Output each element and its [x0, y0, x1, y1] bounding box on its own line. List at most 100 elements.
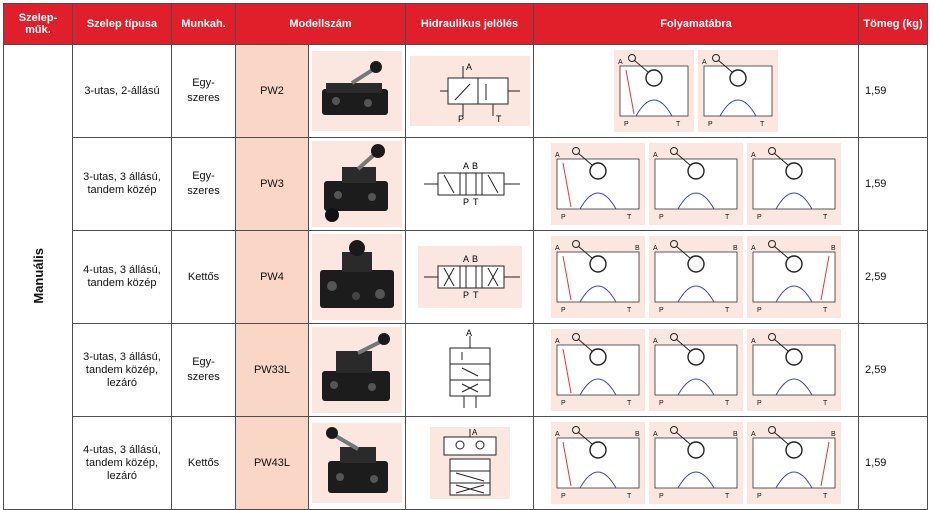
photo-cell — [307, 44, 407, 138]
svg-text:A: A — [555, 338, 560, 345]
header-flow: Folyamatábra — [533, 3, 860, 45]
svg-text:A: A — [751, 338, 756, 345]
svg-text:T: T — [823, 400, 828, 407]
header-weight: Tömeg (kg) — [858, 3, 929, 45]
header-mode: Szelep- műk. — [3, 3, 73, 45]
valve-photo — [312, 234, 402, 320]
svg-text:T: T — [725, 307, 730, 314]
svg-text:P: P — [757, 214, 762, 221]
port-label: A — [466, 62, 472, 72]
svg-text:P: P — [624, 121, 629, 128]
header-work: Munkah. — [171, 3, 236, 45]
svg-text:P: P — [561, 400, 566, 407]
port-label: T — [473, 290, 479, 300]
port-label: P — [463, 197, 469, 207]
work-cell: Egy- szeres — [171, 323, 236, 417]
svg-text:B: B — [733, 431, 738, 438]
svg-text:P: P — [659, 214, 664, 221]
weight-cell: 2,59 — [858, 323, 929, 417]
table-row: 4-utas, 3 állású, tandem közép, lezáró K… — [4, 416, 929, 510]
port-label: P — [463, 290, 469, 300]
svg-text:P: P — [561, 493, 566, 500]
svg-text:T: T — [627, 400, 632, 407]
model-cell: PW3 — [235, 137, 309, 231]
svg-text:A: A — [555, 152, 560, 159]
valve-photo — [312, 327, 402, 413]
work-cell: Kettős — [171, 416, 236, 510]
header-row: Szelep- műk. Szelep típusa Munkah. Model… — [3, 3, 929, 45]
svg-text:P: P — [757, 493, 762, 500]
flow-diagrams: A P T A P T — [534, 45, 858, 137]
table-row: 4-utas, 3 állású, tandem közép Kettős PW… — [4, 230, 929, 324]
header-type: Szelep típusa — [72, 3, 172, 45]
svg-text:T: T — [725, 214, 730, 221]
svg-text:P: P — [757, 307, 762, 314]
svg-text:T: T — [823, 307, 828, 314]
weight-cell: 1,59 — [858, 44, 929, 138]
svg-text:T: T — [760, 121, 765, 128]
flow-diagram: A P T — [614, 50, 695, 132]
svg-text:T: T — [676, 121, 681, 128]
valve-photo — [312, 51, 402, 131]
svg-text:T: T — [823, 214, 828, 221]
table-row: 3-utas, 3 állású, tandem közép, lezáró E… — [4, 323, 929, 417]
svg-text:B: B — [635, 431, 640, 438]
model-cell: PW33L — [235, 323, 309, 417]
svg-text:P: P — [708, 121, 713, 128]
symbol-cell: A B P T — [405, 137, 535, 231]
type-cell: 3-utas, 3 állású, tandem közép — [72, 137, 172, 231]
mode-label: Manuális — [30, 247, 46, 304]
type-cell: 3-utas, 2-állású — [72, 44, 172, 138]
type-cell: 3-utas, 3 állású, tandem közép, lezáró — [72, 323, 172, 417]
svg-text:P: P — [561, 307, 566, 314]
svg-text:A: A — [653, 245, 658, 252]
table-row: 3-utas, 3 állású, tandem közép Egy- szer… — [4, 137, 929, 231]
mode-cell: Manuális — [3, 44, 73, 510]
work-cell: Egy- szeres — [171, 137, 236, 231]
weight-cell: 2,59 — [858, 230, 929, 324]
svg-text:A: A — [653, 152, 658, 159]
svg-text:A: A — [653, 338, 658, 345]
photo-cell — [307, 230, 407, 324]
header-model: Modellszám — [234, 3, 407, 45]
svg-text:A: A — [751, 431, 756, 438]
svg-text:A: A — [555, 431, 560, 438]
svg-text:P: P — [659, 307, 664, 314]
svg-text:A: A — [702, 59, 707, 66]
photo-cell — [307, 416, 407, 510]
svg-text:P: P — [561, 214, 566, 221]
work-cell: Egy- szeres — [171, 44, 236, 138]
svg-text:A: A — [653, 431, 658, 438]
symbol-cell: A B P T — [405, 230, 535, 324]
flow-diagram: A P T — [649, 143, 744, 225]
model-cell: PW2 — [235, 44, 309, 138]
port-label: A — [472, 428, 478, 437]
hydraulic-symbol: A B P T — [423, 161, 520, 207]
port-label: T — [473, 197, 479, 207]
symbol-cell: A P T — [405, 44, 535, 138]
hydraulic-symbol: A B P T — [417, 246, 522, 308]
flow-diagram: A P T — [551, 329, 646, 411]
hydraulic-symbol: A — [449, 328, 491, 408]
hydraulic-symbol: A P T — [409, 56, 530, 126]
port-label: P — [458, 114, 464, 124]
port-label: B — [472, 161, 478, 171]
svg-text:A: A — [618, 59, 623, 66]
svg-text:T: T — [725, 400, 730, 407]
valve-photo — [312, 141, 402, 227]
port-label: B — [472, 254, 478, 264]
work-cell: Kettős — [171, 230, 236, 324]
svg-text:B: B — [635, 245, 640, 252]
valve-photo — [312, 423, 402, 503]
